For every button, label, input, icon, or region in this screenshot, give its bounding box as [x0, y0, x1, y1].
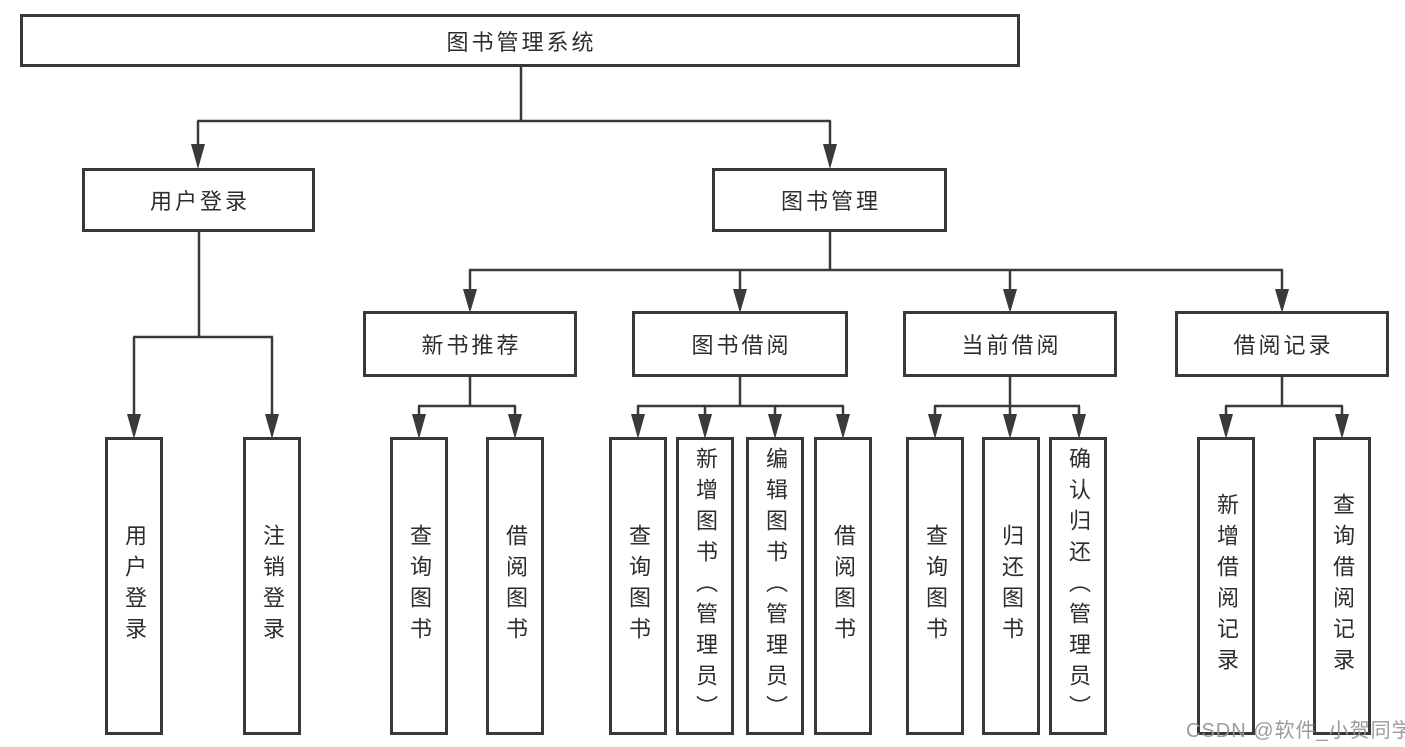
leaf-add-borrow-record: 新增借阅记录: [1197, 437, 1255, 735]
leaf-add-books-admin: 新增图书（管理员）: [676, 437, 734, 735]
leaf-edit-books-admin: 编辑图书（管理员）: [746, 437, 804, 735]
leaf-confirm-return-admin: 确认归还（管理员）: [1049, 437, 1107, 735]
node-book-borrow: 图书借阅: [632, 311, 848, 377]
node-new-book-recommend: 新书推荐: [363, 311, 577, 377]
node-book-management: 图书管理: [712, 168, 947, 232]
leaf-return-books: 归还图书: [982, 437, 1040, 735]
node-current-borrow: 当前借阅: [903, 311, 1117, 377]
csdn-watermark: CSDN @软件_小贺同学: [1186, 720, 1405, 742]
node-borrow-record: 借阅记录: [1175, 311, 1389, 377]
leaf-query-books-current: 查询图书: [906, 437, 964, 735]
leaf-query-books-borrow: 查询图书: [609, 437, 667, 735]
leaf-query-books-recommend: 查询图书: [390, 437, 448, 735]
arrowhead-group: [127, 144, 1349, 439]
leaf-user-login: 用户登录: [105, 437, 163, 735]
leaf-borrow-books-recommend: 借阅图书: [486, 437, 544, 735]
leaf-query-borrow-record: 查询借阅记录: [1313, 437, 1371, 735]
leaf-logout: 注销登录: [243, 437, 301, 735]
leaf-borrow-books: 借阅图书: [814, 437, 872, 735]
node-user-login: 用户登录: [82, 168, 315, 232]
node-root-library-system: 图书管理系统: [20, 14, 1020, 67]
